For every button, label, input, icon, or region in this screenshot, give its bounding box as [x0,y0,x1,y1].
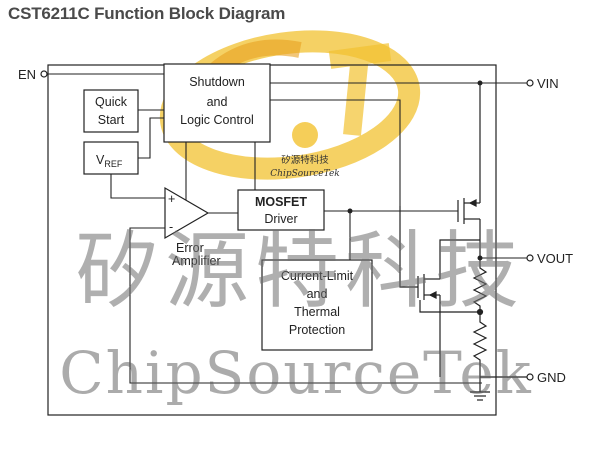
mosfet-driver-block [237,189,325,231]
shutdown-logic-block [163,63,271,143]
amp-plus-sign: + [168,192,175,206]
mosfet-label-1: MOSFET [255,195,307,209]
ground-icon [470,377,490,401]
current-limit-label-4: Protection [289,323,345,337]
pin-vout-label: VOUT [537,251,573,266]
vref-block [83,141,139,175]
pin-en-terminal [40,70,48,78]
page-title: CST6211C Function Block Diagram [8,4,286,23]
pin-en-label: EN [18,67,36,82]
chip-boundary [47,64,497,416]
pin-vout-terminal [526,254,534,262]
logo-en-text: ChipSourceTek [270,169,339,179]
amp-minus-sign: - [169,220,173,234]
current-limit-block [261,259,373,351]
shutdown-label-3: Logic Control [180,113,254,127]
mosfet-label-2: Driver [264,212,297,226]
quick-start-label-1: Quick [95,95,128,109]
error-label-2: Amplifier [172,254,221,268]
logo-cn-text: 矽源特科技 [281,154,329,166]
quick-start-label-2: Start [98,113,125,127]
vref-label: VREF [96,153,123,169]
pin-gnd-label: GND [537,370,566,385]
current-limit-label-2: and [307,287,328,301]
logo-mark-icon [292,122,318,148]
current-limit-label-1: Current-Limit [281,269,354,283]
error-label-1: Error [176,241,204,255]
pin-vin-terminal [526,79,534,87]
current-limit-label-3: Thermal [294,305,340,319]
sense-mosfet-icon [399,206,480,377]
error-amplifier [164,186,210,240]
watermark-en: ChipSourceTek [59,339,533,407]
shutdown-label-1: Shutdown [189,75,245,89]
quick-start-block [83,89,139,133]
pin-vin-label: VIN [537,76,559,91]
watermark-cn: 矽源特科技 [75,222,525,320]
shutdown-label-2: and [207,95,228,109]
resistor-divider [419,258,527,378]
pass-mosfet-icon [457,83,481,258]
